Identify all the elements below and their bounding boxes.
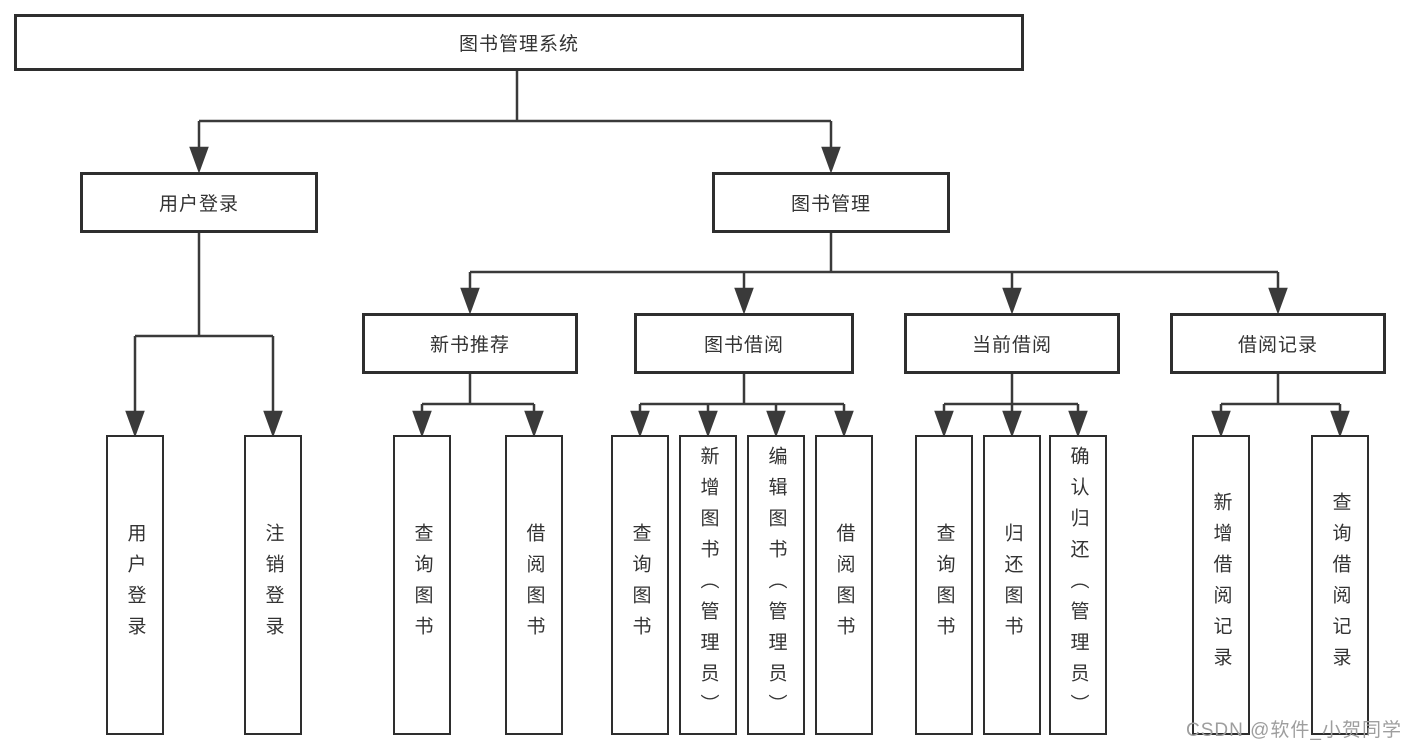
connector-arrowhead — [1330, 410, 1350, 438]
node-label: 新增借阅记录 — [1210, 492, 1232, 678]
node-label: 新增图书（管理员） — [697, 445, 719, 725]
node-label: 图书管理 — [790, 194, 871, 215]
leaf-add-borrow-record: 新增借阅记录 — [1192, 435, 1250, 735]
connector-arrowhead — [1211, 410, 1231, 438]
connector-arrowhead — [1268, 287, 1288, 315]
node-book-management: 图书管理 — [712, 172, 950, 233]
leaf-query-books-recommend: 查询图书 — [393, 435, 451, 735]
node-book-borrowing: 图书借阅 — [634, 313, 854, 374]
connector-arrowhead — [412, 410, 432, 438]
leaf-edit-books-admin: 编辑图书（管理员） — [747, 435, 805, 735]
node-label: 图书管理系统 — [458, 34, 579, 55]
node-label: 当前借阅 — [971, 335, 1052, 356]
node-user-login: 用户登录 — [80, 172, 318, 233]
node-label: 查询图书 — [933, 523, 955, 647]
node-label: 用户登录 — [124, 523, 146, 647]
connector-arrowhead — [821, 146, 841, 174]
node-label: 借阅记录 — [1237, 335, 1318, 356]
connector-arrowhead — [766, 410, 786, 438]
leaf-confirm-return-admin: 确认归还（管理员） — [1049, 435, 1107, 735]
connector-arrowhead — [125, 410, 145, 438]
connector-arrowhead — [934, 410, 954, 438]
node-label: 用户登录 — [158, 194, 239, 215]
leaf-query-borrow-record: 查询借阅记录 — [1311, 435, 1369, 735]
leaf-borrow-books: 借阅图书 — [815, 435, 873, 735]
node-current-borrowing: 当前借阅 — [904, 313, 1120, 374]
node-label: 借阅图书 — [523, 523, 545, 647]
connector-arrowhead — [189, 146, 209, 174]
connector-arrowhead — [1068, 410, 1088, 438]
node-label: 确认归还（管理员） — [1067, 445, 1089, 725]
connector-arrowhead — [630, 410, 650, 438]
node-label: 查询图书 — [629, 523, 651, 647]
node-borrowing-records: 借阅记录 — [1170, 313, 1386, 374]
connector-arrowhead — [460, 287, 480, 315]
node-label: 新书推荐 — [429, 335, 510, 356]
leaf-return-books: 归还图书 — [983, 435, 1041, 735]
node-label: 归还图书 — [1001, 523, 1023, 647]
leaf-logout: 注销登录 — [244, 435, 302, 735]
leaf-query-books-borrowing: 查询图书 — [611, 435, 669, 735]
node-label: 注销登录 — [262, 523, 284, 647]
node-library-management-system: 图书管理系统 — [14, 14, 1024, 71]
connector-arrowhead — [698, 410, 718, 438]
csdn-watermark: CSDN @软件_小贺同学 — [1186, 720, 1402, 741]
node-label: 编辑图书（管理员） — [765, 445, 787, 725]
connector-arrowhead — [1002, 287, 1022, 315]
node-new-book-recommend: 新书推荐 — [362, 313, 578, 374]
connector-arrowhead — [263, 410, 283, 438]
node-label: 图书借阅 — [703, 335, 784, 356]
leaf-borrow-books-recommend: 借阅图书 — [505, 435, 563, 735]
leaf-query-books-current: 查询图书 — [915, 435, 973, 735]
node-label: 查询图书 — [411, 523, 433, 647]
leaf-add-books-admin: 新增图书（管理员） — [679, 435, 737, 735]
node-label: 查询借阅记录 — [1329, 492, 1351, 678]
connector-arrowhead — [524, 410, 544, 438]
connector-arrowhead — [834, 410, 854, 438]
leaf-user-login: 用户登录 — [106, 435, 164, 735]
connector-arrowhead — [1002, 410, 1022, 438]
node-label: 借阅图书 — [833, 523, 855, 647]
connector-arrowhead — [734, 287, 754, 315]
